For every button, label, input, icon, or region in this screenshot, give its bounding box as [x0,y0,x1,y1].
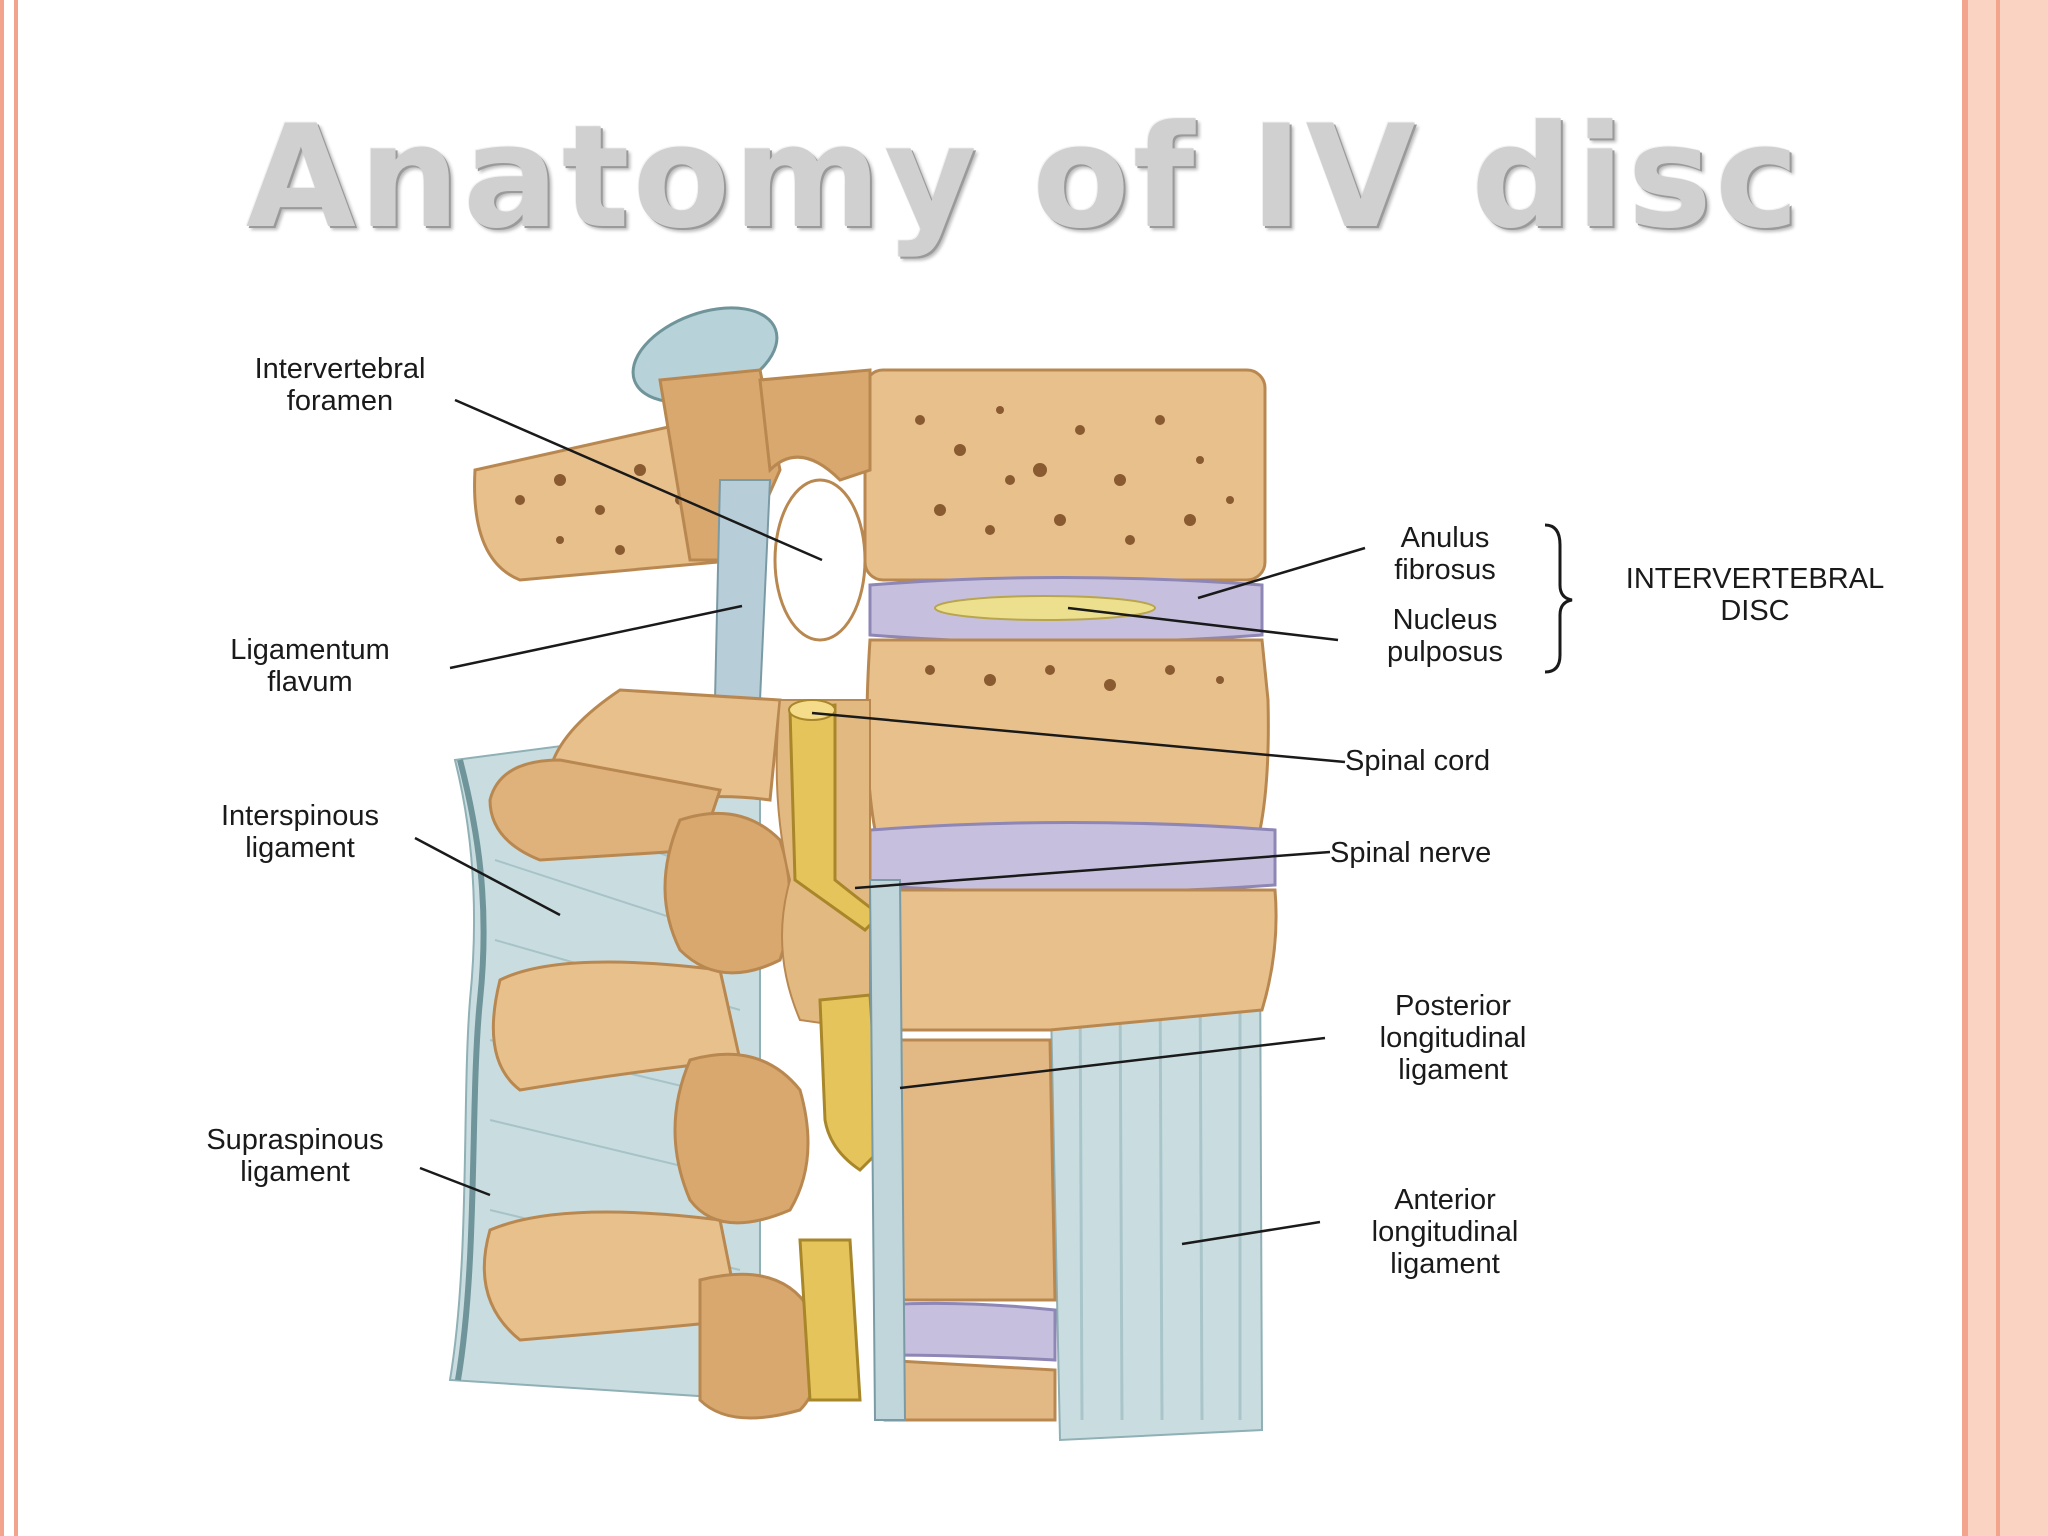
label-posterior-longitudinal-ligament: Posterior longitudinal ligament [1379,990,1527,1086]
nucleus-pulposus-shape [934,595,1156,621]
ligamentum-flavum-shape [713,479,772,701]
supraspinous-ligament-edge [455,759,487,1381]
slide-title: Anatomy of IV disc [245,95,1803,260]
spinous-process-2 [488,758,722,862]
leader-intervertebral-foramen [454,398,823,562]
label-intervertebral-disc: INTERVERTEBRAL DISC [1625,563,1885,627]
spinal-cord-shape [788,703,883,932]
vertebral-body-top [863,368,1267,582]
disc-brace [1544,523,1573,674]
spinous-process-3 [491,960,742,1092]
label-ligamentum-flavum: Ligamentum flavum [230,634,390,698]
label-spinal-nerve: Spinal nerve [1330,837,1492,869]
leader-anterior-longitudinal-ligament [1181,1220,1321,1246]
leader-ligamentum-flavum [449,604,743,670]
label-nucleus-pulposus: Nucleus pulposus [1386,604,1504,668]
leader-spinal-cord [811,711,1346,764]
label-interspinous-ligament: Interspinous ligament [221,800,379,864]
leader-anulus-fibrosus [1197,546,1366,600]
leader-supraspinous-ligament [419,1166,491,1197]
slide-border-right [1962,0,2048,1536]
leader-interspinous-ligament [414,836,561,917]
label-spinal-cord: Spinal cord [1345,745,1491,777]
leader-nucleus-pulposus [1067,606,1339,642]
label-anulus-fibrosus: Anulus fibrosus [1394,522,1496,586]
spinous-process-4 [482,1210,742,1342]
label-intervertebral-foramen: Intervertebral foramen [254,353,426,417]
pedicle [758,368,872,482]
spinal-nerve-lower [818,993,882,1172]
leader-spinal-nerve [854,850,1331,890]
slide-border-left [0,0,18,1536]
leader-posterior-longitudinal-ligament [899,1036,1326,1090]
label-supraspinous-ligament: Supraspinous ligament [206,1124,384,1188]
label-anterior-longitudinal-ligament: Anterior longitudinal ligament [1371,1184,1519,1280]
leader-lines [414,398,1366,1246]
cancellous-bone-top [915,406,1234,545]
posterior-longitudinal-ligament-shape [868,879,907,1421]
